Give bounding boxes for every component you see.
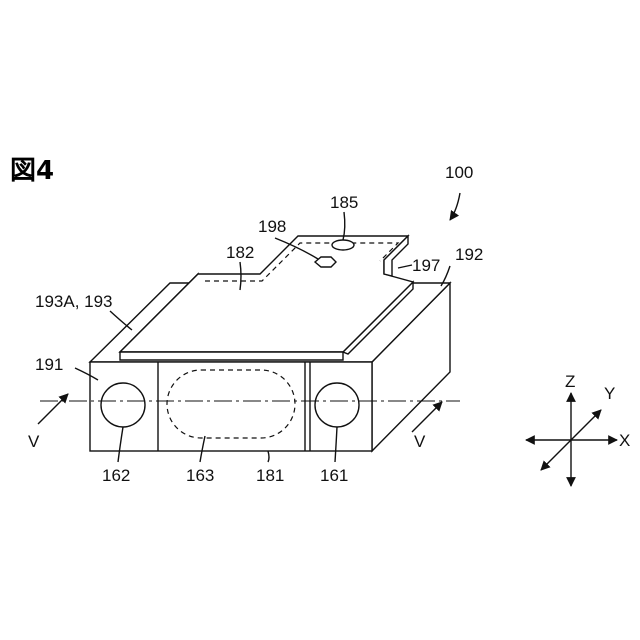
circle-162 (101, 383, 145, 427)
figure-title: 図4 (10, 156, 54, 186)
axis-y-front (541, 440, 571, 470)
hole-185 (332, 240, 354, 250)
leader-181 (268, 451, 269, 462)
circle-161 (315, 383, 359, 427)
section-arrow-left (38, 394, 68, 424)
label-181: 181 (256, 466, 284, 485)
label-section-left: V (28, 432, 40, 451)
label-162: 162 (102, 466, 130, 485)
label-100: 100 (445, 163, 473, 182)
axis-y-back (571, 410, 601, 440)
coordinate-axes: Z Y X (526, 372, 630, 486)
leader-185 (343, 212, 345, 240)
leader-100 (450, 193, 460, 220)
plate-front-edge (120, 352, 343, 360)
leader-197 (398, 265, 412, 268)
axis-label-y: Y (604, 384, 615, 403)
axis-label-z: Z (565, 372, 575, 391)
label-198: 198 (258, 217, 286, 236)
label-163: 163 (186, 466, 214, 485)
label-197: 197 (412, 256, 440, 275)
label-191: 191 (35, 355, 63, 374)
label-161: 161 (320, 466, 348, 485)
leader-193 (110, 311, 132, 330)
label-section-right: V (414, 432, 426, 451)
label-182: 182 (226, 243, 254, 262)
label-185: 185 (330, 193, 358, 212)
label-193: 193A, 193 (35, 292, 113, 311)
axis-label-x: X (619, 431, 630, 450)
label-192: 192 (455, 245, 483, 264)
